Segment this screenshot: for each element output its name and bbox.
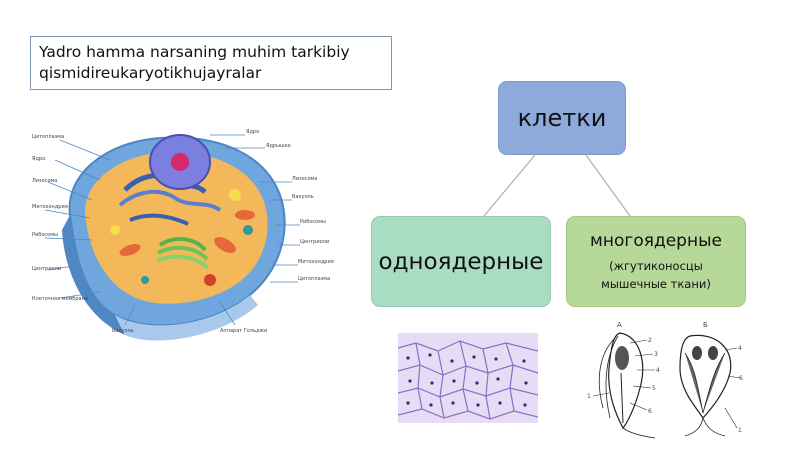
svg-text:Ядро: Ядро — [246, 129, 259, 135]
svg-text:Ядрышко: Ядрышко — [266, 143, 291, 149]
node-multinuclear: многоядерные (жгутиконосцы мышечные ткан… — [566, 216, 746, 307]
node-cells: клетки — [498, 81, 626, 155]
svg-text:Центриоли: Центриоли — [300, 239, 329, 245]
svg-text:Клеточная мембрана: Клеточная мембрана — [32, 296, 88, 302]
connector-root-right — [585, 154, 631, 217]
node-multinuclear-label: многоядерные — [590, 230, 722, 251]
cell-illustration: Цитоплазма Ядро Лизосома Митохондрия Риб… — [32, 129, 334, 341]
connector-root-left — [483, 154, 536, 217]
heading-line-1: Yadro hamma narsaning muhim tarkibiy — [39, 43, 350, 61]
node-multinuclear-note-2: мышечные ткани) — [601, 276, 711, 291]
svg-text:Аппарат Гольджи: Аппарат Гольджи — [220, 328, 267, 334]
label-b: Б — [703, 321, 708, 329]
svg-text:Митохондрия: Митохондрия — [32, 204, 68, 210]
svg-text:5: 5 — [652, 385, 656, 392]
flagellate-drawing: А Б 2 3 4 5 6 1 4 6 1 — [587, 321, 743, 439]
svg-text:2: 2 — [648, 337, 652, 344]
svg-text:6: 6 — [648, 408, 652, 415]
svg-text:1: 1 — [587, 393, 591, 400]
label-a: А — [617, 321, 622, 329]
slide-heading: Yadro hamma narsaning muhim tarkibiy qis… — [30, 36, 392, 90]
svg-text:Рибосомы: Рибосомы — [32, 232, 58, 238]
svg-text:3: 3 — [654, 351, 658, 358]
svg-text:Центриоли: Центриоли — [32, 266, 61, 272]
node-cells-label: клетки — [517, 104, 607, 132]
svg-text:Митохондрия: Митохондрия — [298, 259, 334, 265]
heading-line-2: qismidireukaryotikhujayralar — [39, 64, 262, 82]
node-mononuclear-label: одноядерные — [378, 248, 544, 275]
svg-text:4: 4 — [656, 367, 660, 374]
svg-text:Вакуоль: Вакуоль — [292, 194, 314, 200]
svg-text:Лизосома: Лизосома — [32, 178, 57, 184]
tissue-micrograph — [398, 333, 538, 423]
svg-text:Лизосома: Лизосома — [292, 176, 317, 182]
node-multinuclear-note-1: (жгутиконосцы — [609, 258, 703, 273]
node-mononuclear: одноядерные — [371, 216, 551, 307]
svg-text:6: 6 — [739, 375, 743, 382]
svg-text:Рибосомы: Рибосомы — [300, 219, 326, 225]
svg-text:Цитоплазма: Цитоплазма — [32, 134, 64, 140]
svg-text:Вакуоль: Вакуоль — [112, 328, 134, 334]
svg-text:4: 4 — [738, 345, 742, 352]
svg-text:1: 1 — [738, 427, 742, 434]
svg-text:Ядро: Ядро — [32, 156, 45, 162]
svg-text:Цитоплазма: Цитоплазма — [298, 276, 330, 282]
